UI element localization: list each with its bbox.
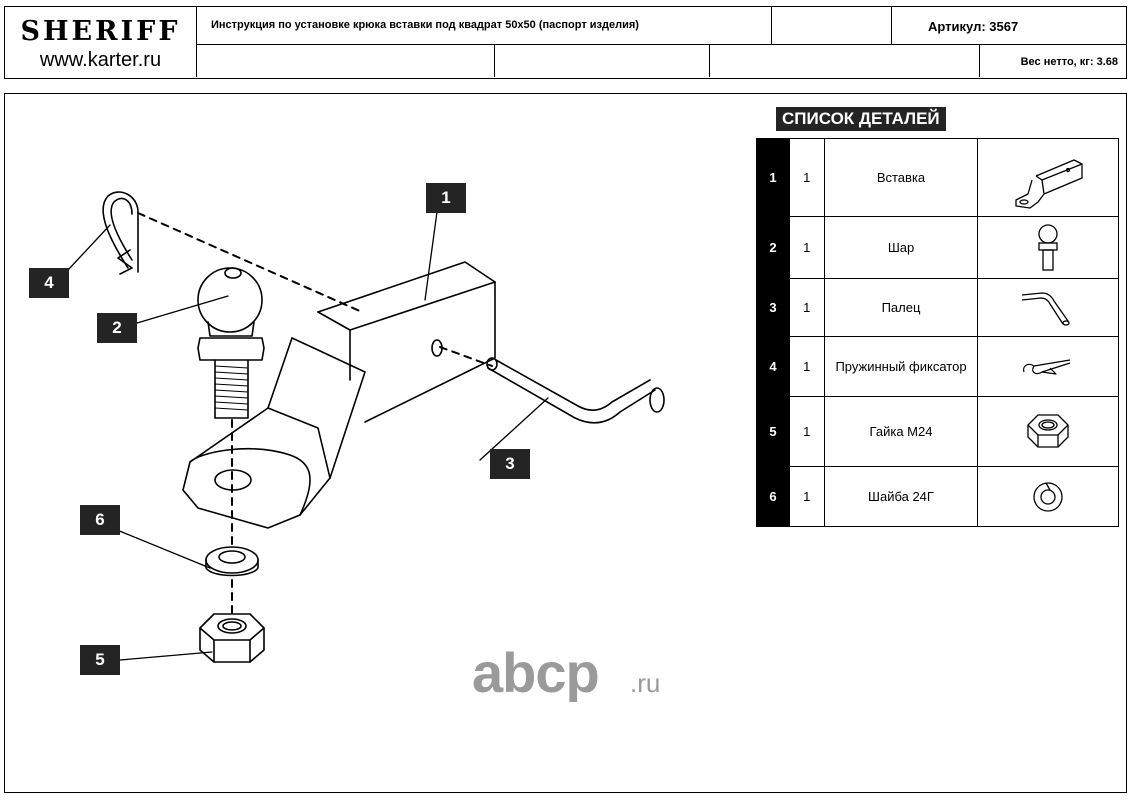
tow-ball-icon [1038, 223, 1058, 271]
callout-3: 3 [490, 449, 530, 479]
parts-row: 3 1 Палец [756, 278, 1119, 337]
hitch-insert-icon [1015, 158, 1083, 209]
leader-lines [67, 211, 549, 661]
pin-icon [1022, 291, 1070, 326]
lock-washer-icon [1033, 481, 1063, 512]
exploded-assembly-drawing [67, 191, 665, 663]
part-number: 6 [756, 466, 790, 527]
part-name: Шар [823, 216, 979, 279]
title-block-empty-cell [772, 7, 892, 45]
abcp-watermark: abcp .ru [472, 646, 660, 702]
watermark-suffix: .ru [630, 668, 660, 698]
document-title: Инструкция по установке крюка вставки по… [197, 7, 772, 45]
parts-row: 5 1 Гайка М24 [756, 396, 1119, 467]
parts-row: 4 1 Пружинный фиксатор [756, 336, 1119, 397]
part-name: Палец [823, 278, 979, 337]
part-name: Шайба 24Г [823, 466, 979, 527]
article-number: Артикул: 3567 [892, 7, 1126, 45]
title-block-empty-cell [495, 45, 710, 77]
watermark-text: abcp [472, 646, 599, 702]
part-qty: 1 [788, 466, 825, 527]
part-number: 3 [756, 278, 790, 337]
part-qty: 1 [788, 336, 825, 397]
part-number: 4 [756, 336, 790, 397]
callout-5: 5 [80, 645, 120, 675]
drawing-frame [4, 93, 1127, 793]
parts-row: 6 1 Шайба 24Г [756, 466, 1119, 527]
callout-6: 6 [80, 505, 120, 535]
parts-row: 1 1 Вставка [756, 138, 1119, 217]
part-number: 2 [756, 216, 790, 279]
hex-nut-icon [1027, 413, 1069, 448]
pin-drawing [486, 357, 665, 424]
title-block-empty-cell [197, 45, 495, 77]
part-number: 5 [756, 396, 790, 467]
website: www.karter.ru [39, 49, 162, 71]
title-block-empty-cell [710, 45, 980, 77]
net-weight: Вес нетто, кг: 3.68 [1020, 56, 1118, 68]
part-qty: 1 [788, 278, 825, 337]
spring-clip-drawing [102, 191, 139, 275]
part-qty: 1 [788, 396, 825, 467]
hex-nut-drawing [199, 613, 265, 663]
part-qty: 1 [788, 216, 825, 279]
part-name: Вставка [823, 138, 979, 217]
part-number: 1 [756, 138, 790, 217]
assembly-lines [137, 212, 493, 619]
callout-2: 2 [97, 313, 137, 343]
parts-list-table: 1 1 Вставка 2 1 Шар [756, 138, 1119, 529]
parts-row: 2 1 Шар [756, 216, 1119, 279]
part-qty: 1 [788, 138, 825, 217]
hitch-insert-drawing [182, 261, 496, 529]
logo: SHERIFF www.karter.ru [5, 7, 197, 77]
brand-name: SHERIFF [20, 16, 181, 47]
tow-ball-drawing [197, 267, 265, 419]
callout-4: 4 [29, 268, 69, 298]
parts-list-title: СПИСОК ДЕТАЛЕЙ [776, 107, 946, 131]
part-name: Гайка М24 [823, 396, 979, 467]
lock-washer-drawing [205, 546, 259, 577]
callout-1: 1 [426, 183, 466, 213]
title-block: SHERIFF www.karter.ru Инструкция по уста… [4, 6, 1127, 79]
spring-clip-icon [1023, 358, 1071, 375]
part-name: Пружинный фиксатор [823, 336, 979, 397]
